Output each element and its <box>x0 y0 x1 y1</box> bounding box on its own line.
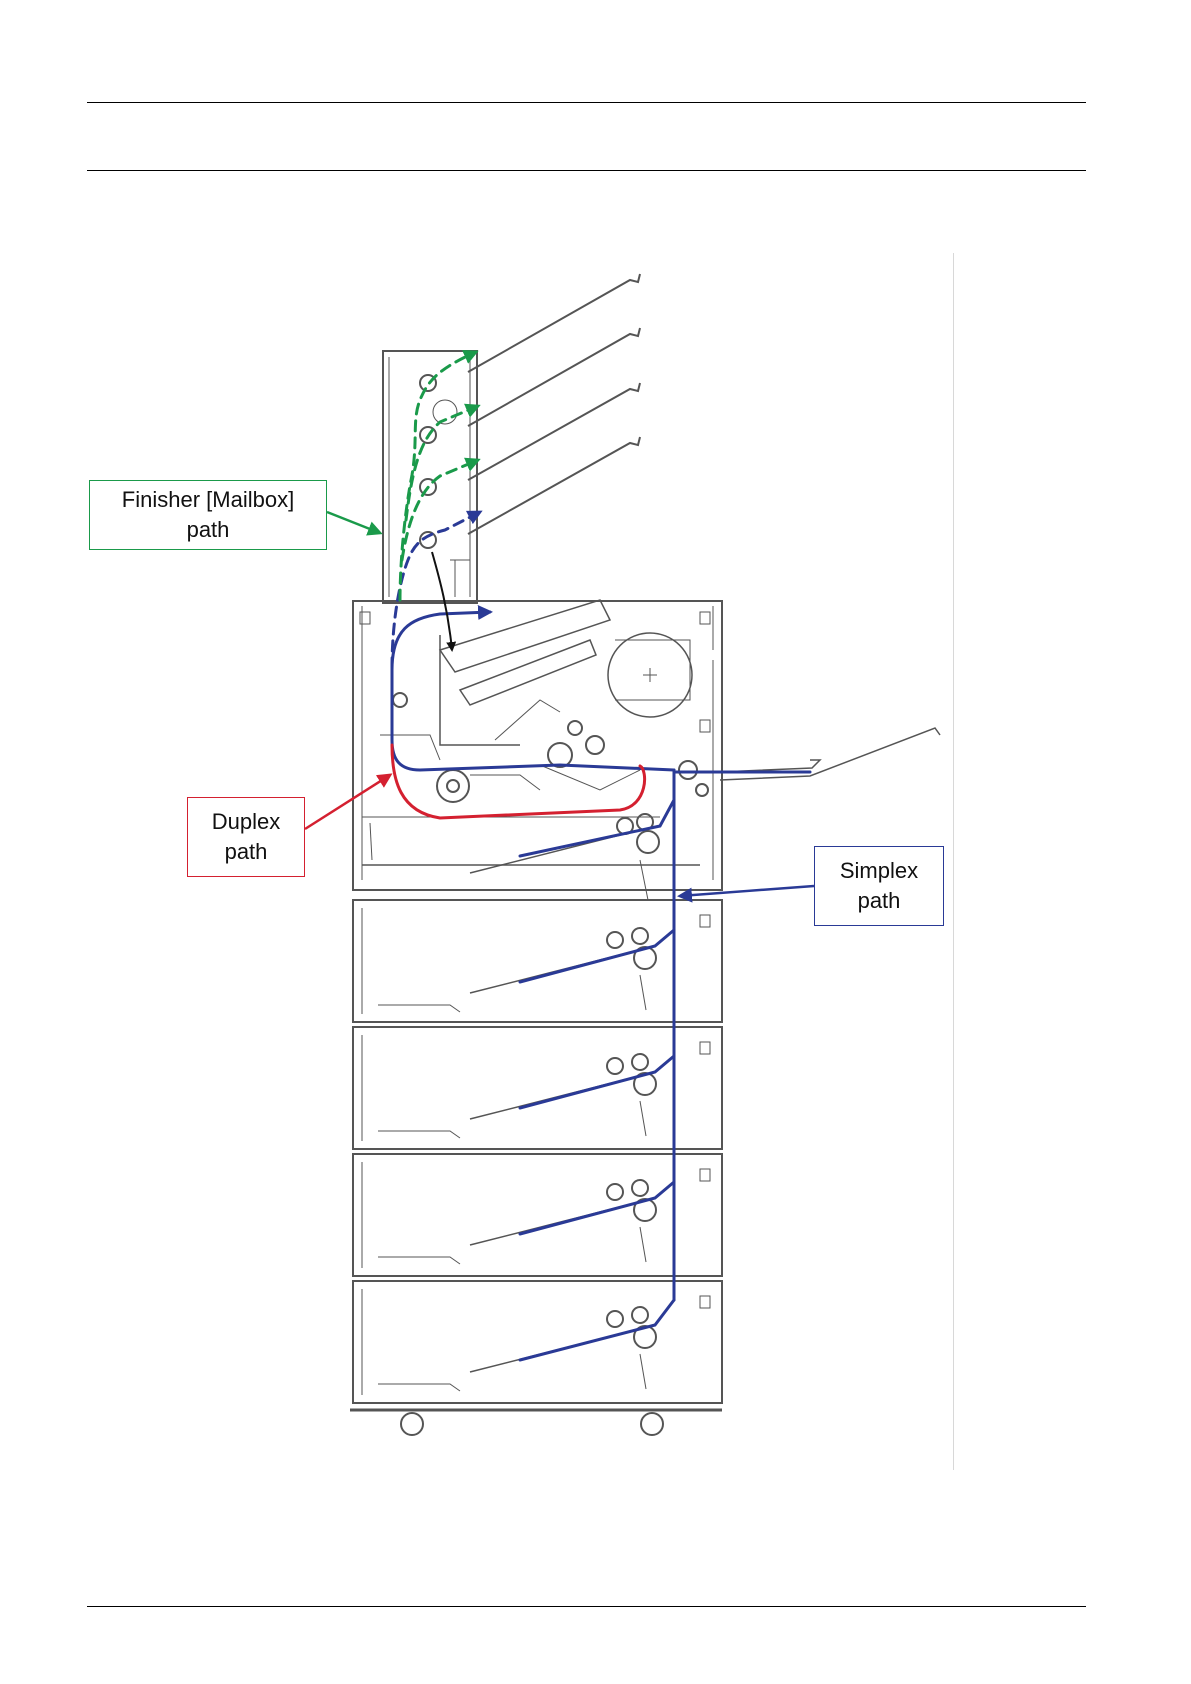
cassette-2 <box>353 1027 722 1149</box>
simplex-path-callout: Simplex path <box>814 846 944 926</box>
engine-body <box>353 600 722 900</box>
cassette-1 <box>353 900 722 1022</box>
cassette-3 <box>353 1154 722 1276</box>
duplex-callout-line2: path <box>188 837 304 867</box>
simplex-callout-line1: Simplex <box>815 856 943 886</box>
finisher-paper-path <box>400 352 478 600</box>
finisher-path-callout: Finisher [Mailbox] path <box>89 480 327 550</box>
mailbox-trays <box>468 274 640 534</box>
duplex-leader <box>305 775 390 829</box>
base-casters <box>350 1410 722 1435</box>
simplex-callout-line2: path <box>815 886 943 916</box>
mailbox-unit <box>383 351 477 603</box>
duplex-paper-path <box>392 745 645 818</box>
cassette-4 <box>353 1281 722 1403</box>
finisher-callout-line1: Finisher [Mailbox] <box>90 485 326 515</box>
finisher-callout-line2: path <box>90 515 326 545</box>
duplex-callout-line1: Duplex <box>188 807 304 837</box>
duplex-path-callout: Duplex path <box>187 797 305 877</box>
simplex-paper-path <box>392 512 810 1360</box>
finisher-leader <box>327 512 380 533</box>
